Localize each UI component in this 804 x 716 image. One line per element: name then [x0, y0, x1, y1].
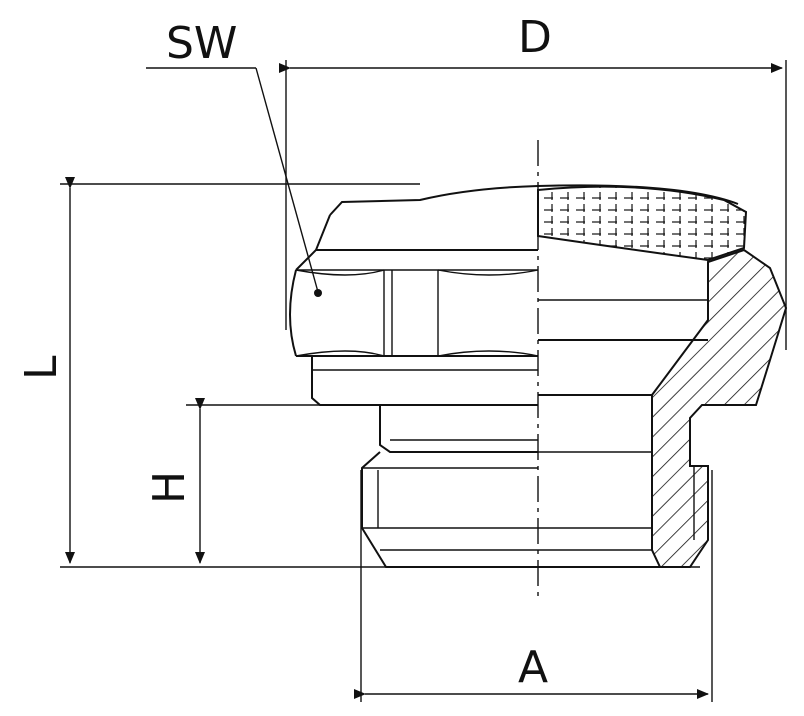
label-d: D — [518, 12, 552, 63]
label-l: L — [16, 355, 67, 380]
fitting-section-view — [537, 184, 788, 568]
dimension-h — [186, 398, 380, 564]
sw-leader — [146, 67, 322, 297]
label-a: A — [518, 642, 548, 693]
label-sw: SW — [166, 18, 237, 69]
dimension-d — [279, 60, 787, 350]
fitting-exterior-view — [289, 185, 539, 568]
label-h: H — [144, 471, 195, 504]
